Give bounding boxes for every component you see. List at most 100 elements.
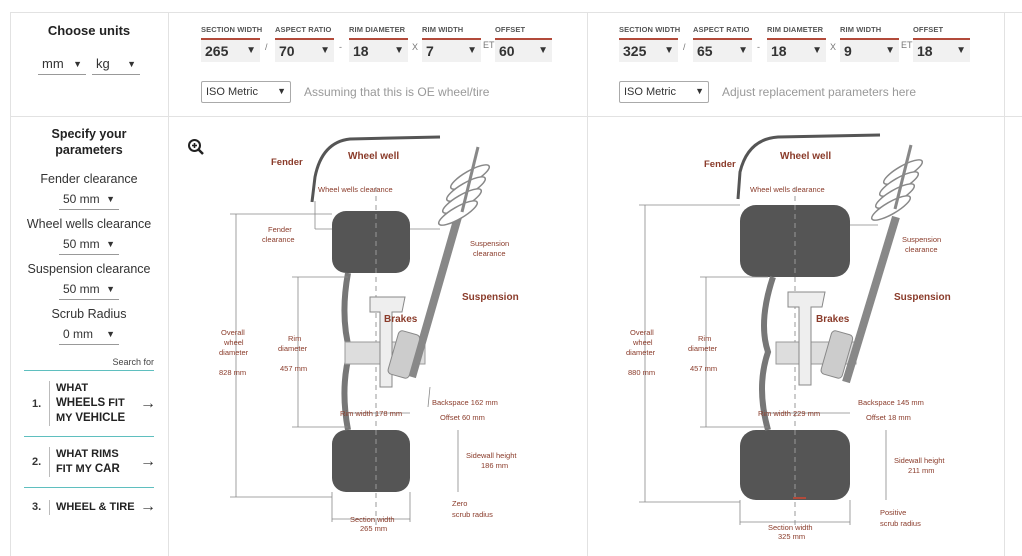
spring [437,164,491,226]
suspension-clearance-label: Suspension clearance [27,262,151,276]
search-item-line1: WHEEL & TIRE [55,500,135,513]
arrow-right-icon: → [140,498,156,515]
replacement-aspect-ratio-select[interactable]: 65▼ [693,38,752,62]
oe-aspect-ratio-select[interactable]: 70 ▼ [275,38,334,62]
fender-label: Fender [271,157,303,168]
suspension-clearance-label-line2: clearance [905,245,938,254]
oe-rim-diameter-value: 18 [353,43,369,59]
rim-width-diagram-label: Rim width 229 mm [758,409,820,418]
rim-diameter-line2: diameter [278,344,308,353]
chevron-down-icon: ▼ [106,194,115,204]
search-item-number: 2. [32,456,42,468]
chevron-down-icon: ▼ [106,284,115,294]
oe-wheel-diagram: Fender Wheel well Wheel wells clearance … [219,135,519,533]
chevron-down-icon: ▼ [812,45,822,56]
suspension-strut [408,215,462,379]
lower-tire [332,430,410,492]
sidewall-height-line1: Sidewall height [466,451,517,460]
grid-mid [10,116,1022,117]
dash-separator: - [757,42,760,52]
oe-offset-select[interactable]: 60▼ [495,38,552,62]
search-rims-fit-car-link[interactable]: 2. WHAT RIMS FIT MY CAR → [10,437,168,487]
replacement-wheel-diagram: Fender Wheel well Wheel wells clearance … [626,133,951,541]
lower-tire [740,430,850,500]
replacement-standard-select[interactable]: ISO Metric▼ [619,81,709,103]
search-wheel-tire-link[interactable]: 3. WHEEL & TIRE → [10,488,168,526]
oe-rim-width-select[interactable]: 7▼ [422,38,481,62]
parameters-title-line2: parameters [55,143,123,157]
suspension-clearance-label-line2: clearance [473,249,506,258]
overall-diameter-value: 880 mm [628,368,655,377]
replacement-rim-diameter-select[interactable]: 18 ▼ [767,38,826,62]
replacement-offset-select[interactable]: 18 ▼ [913,38,970,62]
overall-diameter-line2: wheel [223,338,244,347]
search-wheels-fit-vehicle-link[interactable]: 1. WHAT WHEELS FIT MY VEHICLE → [10,371,168,436]
oe-aspect-ratio-value: 70 [279,43,295,59]
fender-clearance-label: Fender clearance [40,172,138,186]
chevron-down-icon: ▼ [320,45,330,56]
replacement-rim-width-select[interactable]: 9▼ [840,38,899,62]
replacement-note: Adjust replacement parameters here [722,85,917,99]
chevron-down-icon: ▼ [277,86,286,96]
replacement-rim-width-value: 9 [844,43,852,59]
replacement-section-width-select[interactable]: 325▼ [619,38,678,62]
x-separator: X [830,42,837,52]
length-unit-value: mm [42,56,64,71]
scrub-radius-label: Scrub Radius [51,307,127,321]
rim-width-diagram-label: Rim width 178 mm [340,409,402,418]
scrub-radius-select[interactable]: 0 mm▼ [59,325,119,345]
rim-width-label: RIM WIDTH [840,25,882,34]
weight-unit-select[interactable]: kg▼ [92,54,140,75]
brake-caliper [787,291,826,386]
wheel-well-label: Wheel well [780,151,831,162]
suspension-label: Suspension [462,292,519,303]
rim-diameter-line1: Rim [698,334,711,343]
parameters-panel: Specify your parameters Fender clearance… [10,116,168,526]
chevron-down-icon: ▼ [106,329,115,339]
oe-rim-diameter-select[interactable]: 18▼ [349,38,408,62]
overall-diameter-line3: diameter [626,348,656,357]
oe-section-width-select[interactable]: 265▼ [201,38,260,62]
replacement-rim-diameter-value: 18 [771,43,787,59]
slash-separator: / [265,42,268,52]
wheel-well-label: Wheel well [348,151,399,162]
offset-diagram-label: Offset 60 mm [440,413,485,422]
wheel-wells-clearance-label: Wheel wells clearance [26,217,152,231]
oe-parameters: SECTION WIDTH ASPECT RATIO RIM DIAMETER … [201,12,581,116]
upper-tire [332,211,410,273]
fender-clearance-value: 50 mm [63,192,100,206]
brakes-label: Brakes [384,314,418,325]
zoom-in-icon[interactable] [187,138,205,156]
divider [24,436,154,437]
x-separator: X [412,42,419,52]
chevron-down-icon: ▼ [664,45,674,56]
chevron-down-icon: ▼ [885,45,895,56]
fender-clearance-label-line2: clearance [262,235,295,244]
length-unit-select[interactable]: mm▼ [38,54,86,75]
strut-rod [893,144,913,210]
search-item-text: WHAT WHEELS FIT MY VEHICLE [48,381,136,426]
search-item-bold: WHEELS [55,397,106,409]
suspension-clearance-value: 50 mm [63,282,100,296]
chevron-down-icon: ▼ [106,239,115,249]
scrub-radius-line1: Zero [452,499,467,508]
wheel-wells-clearance-select[interactable]: 50 mm▼ [59,235,119,255]
fender-shape [310,135,441,203]
dash-separator: - [339,42,342,52]
chevron-down-icon: ▼ [956,45,966,56]
suspension-label: Suspension [894,292,951,303]
suspension-clearance-select[interactable]: 50 mm ▼ [59,280,119,300]
section-width-line1: Section width [350,515,395,524]
scrub-radius-line2: scrub radius [880,519,921,528]
fender-clearance-select[interactable]: 50 mm ▼ [59,190,119,210]
chevron-down-icon: ▼ [127,58,136,69]
rim-diameter-line2: diameter [688,344,718,353]
replacement-offset-value: 18 [917,43,933,59]
section-width-label: SECTION WIDTH [619,25,681,34]
divider [24,487,154,488]
oe-standard-select[interactable]: ISO Metric▼ [201,81,291,103]
backspace-label: Backspace 145 mm [858,398,924,407]
suspension-strut [842,215,900,384]
section-width-line2: 325 mm [778,532,805,541]
wheel-wells-clearance-label: Wheel wells clearance [318,185,393,194]
